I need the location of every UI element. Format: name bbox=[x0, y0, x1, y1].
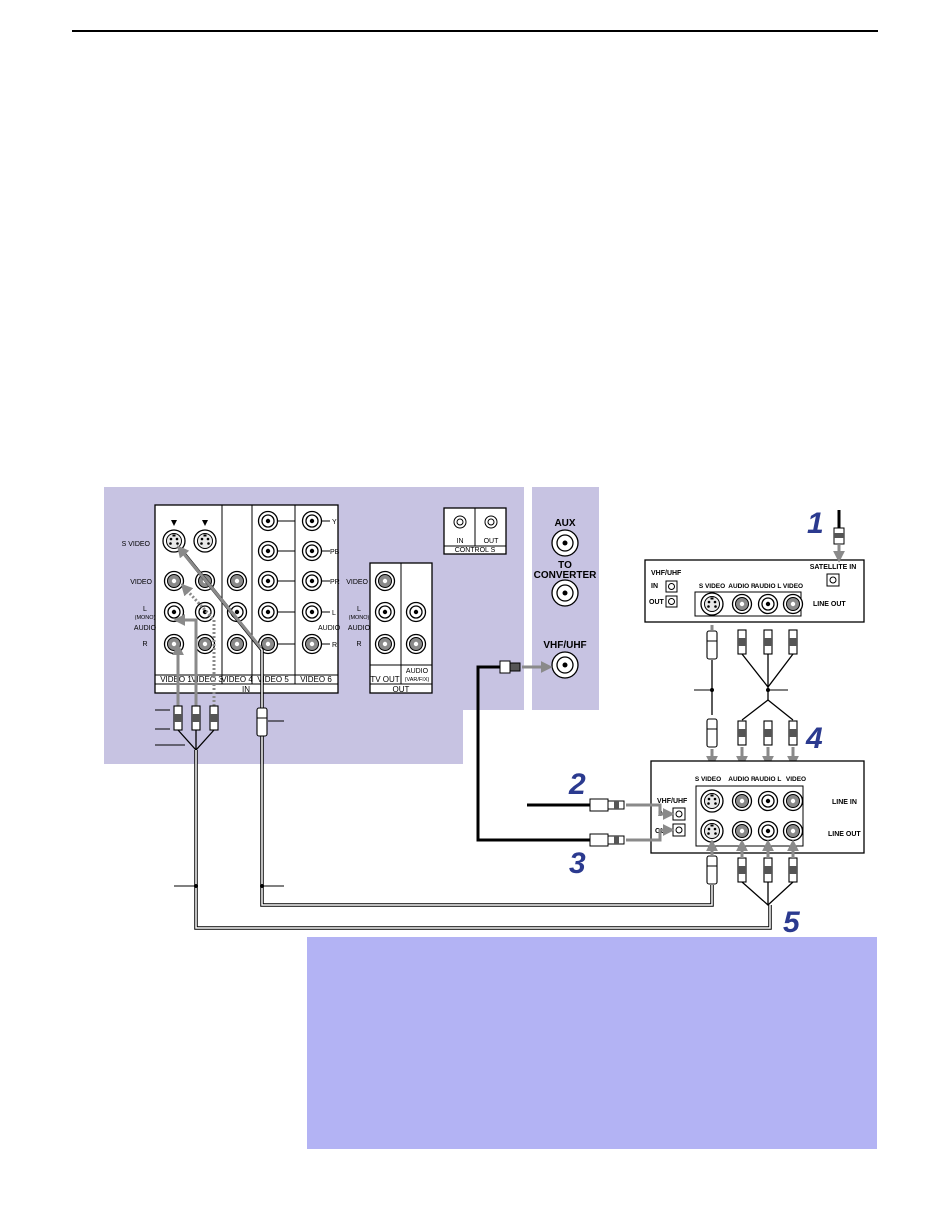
label-audio: AUDIO bbox=[134, 625, 157, 632]
label-r: R bbox=[142, 641, 147, 648]
column-video5: VIDEO 5 bbox=[257, 675, 289, 684]
out-caption: OUT bbox=[393, 685, 410, 694]
tv-video4-audio-r-jack bbox=[226, 633, 248, 655]
vcr-line-out: LINE OUT bbox=[828, 831, 861, 838]
converter-label: CONVERTER bbox=[534, 570, 598, 581]
sat-satellite-in: SATELLITE IN bbox=[810, 564, 857, 571]
sat-jack-audio-r: AUDIO R bbox=[728, 583, 756, 590]
control-s-in: IN bbox=[457, 538, 464, 545]
var-fix-label: (VAR/FIX) bbox=[405, 677, 430, 683]
vcr-jack-audio-l: AUDIO L bbox=[755, 776, 782, 783]
vcr-jack-s-video: S VIDEO bbox=[695, 776, 721, 783]
header-rule bbox=[72, 30, 878, 32]
aux-label: AUX bbox=[554, 518, 575, 529]
aux-antenna-jack bbox=[551, 529, 579, 557]
step-2: 2 bbox=[568, 768, 586, 801]
vcr bbox=[650, 760, 865, 854]
vcr-jack-audio-r: AUDIO R bbox=[728, 776, 756, 783]
in-caption: IN bbox=[242, 685, 250, 694]
sat-jack-video: VIDEO bbox=[783, 583, 803, 590]
sat-jack-s-video: S VIDEO bbox=[699, 583, 725, 590]
out-label-r: R bbox=[356, 641, 361, 648]
tv-video3-audio-r-jack bbox=[194, 633, 216, 655]
step-4: 4 bbox=[805, 722, 823, 755]
sat-out: OUT bbox=[649, 599, 665, 606]
label-mono: (MONO) bbox=[135, 615, 156, 621]
note-box bbox=[307, 937, 877, 1149]
vcr-vhf-uhf: VHF/UHF bbox=[657, 798, 688, 805]
sat-in: IN bbox=[651, 583, 658, 590]
label-l: L bbox=[143, 606, 147, 613]
column-video4: VIDEO 4 bbox=[221, 675, 253, 684]
out-label-l: L bbox=[357, 606, 361, 613]
converter-antenna-jack bbox=[551, 579, 579, 607]
rf-cable-vcr-tv bbox=[476, 665, 590, 842]
column-video6: VIDEO 6 bbox=[300, 675, 332, 684]
tv-video3-svideo-jack bbox=[193, 529, 217, 553]
step-3: 3 bbox=[569, 847, 586, 880]
vhf-uhf-antenna-jack bbox=[551, 651, 579, 679]
label-y: Y bbox=[332, 519, 337, 526]
vcr-line-in: LINE IN bbox=[832, 799, 857, 806]
label-comp-audio: AUDIO bbox=[318, 625, 341, 632]
sat-vhf-uhf: VHF/UHF bbox=[651, 570, 682, 577]
tv-video1-video-jack bbox=[163, 570, 185, 592]
step-5: 5 bbox=[783, 906, 801, 939]
vhf-uhf-label: VHF/UHF bbox=[543, 640, 586, 651]
satellite-receiver bbox=[644, 559, 865, 623]
to-label: TO bbox=[558, 560, 572, 571]
label-s-video: S VIDEO bbox=[122, 541, 151, 548]
tv-out-label: TV OUT bbox=[370, 675, 399, 684]
out-label-audio: AUDIO bbox=[348, 625, 371, 632]
out-label-mono: (MONO) bbox=[349, 615, 370, 621]
label-pr: PR bbox=[330, 579, 340, 586]
column-video1: VIDEO 1 bbox=[160, 675, 192, 684]
sat-jack-audio-l: AUDIO L bbox=[755, 583, 782, 590]
audio-out-label: AUDIO bbox=[406, 668, 429, 675]
label-video: VIDEO bbox=[130, 579, 152, 586]
tv-video1-audio-r-jack bbox=[163, 633, 185, 655]
control-s-caption: CONTROL S bbox=[455, 547, 496, 554]
sat-line-out: LINE OUT bbox=[813, 601, 846, 608]
control-s-out: OUT bbox=[484, 538, 500, 545]
vcr-jack-video: VIDEO bbox=[786, 776, 806, 783]
tv-video4-video-jack bbox=[226, 570, 248, 592]
step-1: 1 bbox=[807, 507, 824, 540]
label-pb: PB bbox=[330, 549, 340, 556]
tv-video1-svideo-jack bbox=[162, 529, 186, 553]
label-comp-r: R bbox=[332, 642, 337, 649]
out-label-video: VIDEO bbox=[346, 579, 368, 586]
in-jack-block bbox=[154, 504, 339, 694]
label-comp-l: L bbox=[332, 610, 336, 617]
column-video3: VIDEO 3 bbox=[191, 675, 223, 684]
